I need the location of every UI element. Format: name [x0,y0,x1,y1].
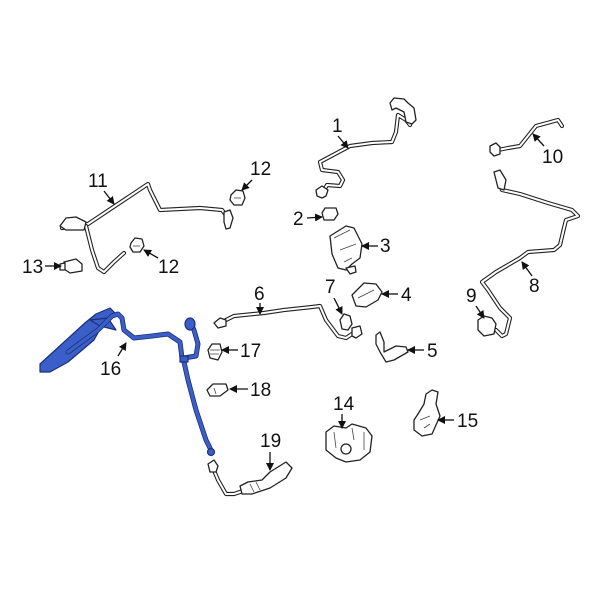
svg-text:6: 6 [254,284,265,305]
svg-text:11: 11 [88,171,108,192]
svg-text:15: 15 [457,411,478,432]
callout-4: 4 [381,285,412,306]
callout-18: 18 [229,380,271,401]
part-6-tube[interactable] [213,303,363,341]
svg-text:4: 4 [401,285,412,306]
part-13-connector[interactable] [59,258,83,274]
part-17-clip[interactable] [207,343,223,361]
callout-1: 1 [332,116,349,149]
callout-13: 13 [22,257,62,278]
svg-text:12: 12 [158,257,179,278]
svg-text:1: 1 [332,116,343,137]
part-4-connector[interactable] [351,282,383,308]
svg-text:19: 19 [260,431,281,452]
part-11-vent-tube[interactable] [59,181,234,275]
callout-16: 16 [100,342,127,380]
svg-text:18: 18 [250,380,271,401]
part-16-vent-hose-highlighted[interactable] [39,307,216,457]
svg-text:3: 3 [380,236,391,257]
part-14-pump[interactable] [325,423,373,463]
part-9-clip[interactable] [477,315,497,337]
callout-17: 17 [221,341,261,362]
callout-14: 14 [333,394,355,429]
part-1-vent-hose[interactable] [315,97,417,199]
callout-9: 9 [466,286,485,319]
callout-15: 15 [437,411,478,432]
callout-12-lower: 12 [143,249,179,278]
part-5-bracket[interactable] [375,331,409,363]
svg-text:17: 17 [240,341,261,362]
part-19-hose[interactable] [207,459,293,497]
callout-7: 7 [325,277,343,315]
callout-6: 6 [254,284,265,315]
part-10-tube[interactable] [489,117,565,157]
svg-text:5: 5 [427,341,438,362]
part-8-tube[interactable] [479,169,581,339]
callout-8: 8 [521,261,540,297]
part-18-clip[interactable] [206,383,229,397]
callout-5: 5 [407,341,438,362]
svg-text:8: 8 [529,276,540,297]
callout-10: 10 [532,133,563,168]
part-3-purge-valve[interactable] [329,225,363,275]
svg-text:9: 9 [466,286,477,307]
svg-text:2: 2 [293,209,304,230]
part-2-clip[interactable] [321,207,339,221]
callout-19: 19 [260,431,281,471]
svg-text:16: 16 [100,359,121,380]
svg-text:10: 10 [542,147,563,168]
callout-11: 11 [88,171,115,205]
svg-text:7: 7 [325,277,336,298]
part-12-clip-lower[interactable] [129,237,145,253]
callout-2: 2 [293,209,323,230]
callout-12-upper: 12 [241,159,271,191]
part-7-clip[interactable] [339,313,353,331]
part-15-bracket[interactable] [413,389,441,437]
svg-text:13: 13 [22,257,43,278]
callout-3: 3 [361,236,391,257]
part-12-clip-upper[interactable] [229,189,246,206]
svg-text:12: 12 [250,159,271,180]
svg-text:14: 14 [333,394,355,415]
